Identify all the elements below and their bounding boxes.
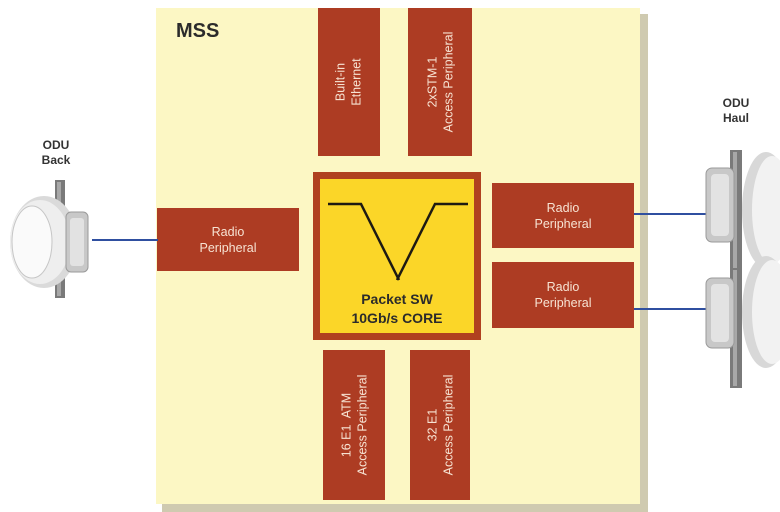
odu-haul-label: ODU Haul xyxy=(716,96,756,126)
crossbar-switch-icon xyxy=(328,204,468,280)
odu-back-label: ODU Back xyxy=(36,138,76,168)
odu-back-antenna-icon xyxy=(10,180,88,298)
odu-back-label-line2: Back xyxy=(36,153,76,168)
odu-haul-label-line2: Haul xyxy=(716,111,756,126)
odu-haul-label-line1: ODU xyxy=(716,96,756,111)
odu-back-label-line1: ODU xyxy=(36,138,76,153)
odu-haul-antenna-bottom-icon xyxy=(706,256,780,388)
